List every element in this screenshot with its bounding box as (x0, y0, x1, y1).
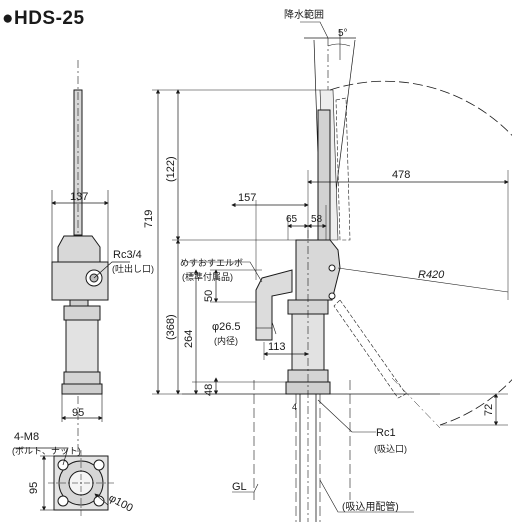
dim-264: 264 (183, 330, 195, 348)
model-title: ●HDS-25 (2, 8, 85, 29)
label-elbow-line2: (標準付属品) (182, 271, 233, 282)
label-elbow-line1: めすおすエルボ (180, 258, 243, 268)
label-inlet: (吸込口) (374, 444, 407, 454)
bolt-hole-3 (57, 495, 69, 507)
dim-719: 719 (143, 210, 155, 228)
dim-50: 50 (203, 290, 215, 302)
dim-58: 58 (311, 214, 323, 225)
dim-478: 478 (392, 169, 410, 181)
side-view (152, 21, 512, 522)
label-outlet: (吐出し口) (112, 263, 154, 274)
dim-72: 72 (483, 404, 495, 416)
dim-122: (122) (165, 156, 177, 182)
label-bolt-spec: 4-M8 (14, 431, 39, 443)
label-inner-dia-value: φ26.5 (212, 321, 241, 333)
dim-95-front: 95 (72, 407, 84, 419)
dim-65: 65 (286, 214, 298, 225)
front-head (57, 235, 101, 263)
dim-4: 4 (292, 402, 297, 412)
swing-arc (329, 80, 512, 426)
label-spray-range: 降水範囲 (284, 8, 324, 21)
front-body (63, 305, 101, 321)
label-flange-dia: φ100 (107, 492, 135, 515)
dim-95-base: 95 (28, 482, 40, 494)
side-elbow (255, 269, 293, 341)
dim-137: 137 (70, 191, 88, 203)
dim-48: 48 (203, 384, 215, 396)
front-view (51, 60, 130, 475)
dim-368: (368) (165, 314, 177, 340)
label-rc1: Rc1 (376, 427, 396, 439)
label-bolt-note: (ボルト、ナット) (12, 446, 81, 456)
base-view (14, 447, 114, 516)
label-radius: R420 (418, 269, 445, 281)
dim-157: 157 (238, 192, 256, 204)
dim-113: 113 (268, 341, 286, 353)
label-suction-pipe: (吸込用配管) (342, 500, 399, 513)
label-rc34: Rc3/4 (113, 249, 142, 261)
front-base (61, 383, 103, 395)
bolt-hole-2 (93, 459, 105, 471)
label-gl: GL (232, 481, 247, 493)
label-angle: 5° (338, 28, 348, 39)
label-inner-dia: (内径) (214, 335, 238, 346)
